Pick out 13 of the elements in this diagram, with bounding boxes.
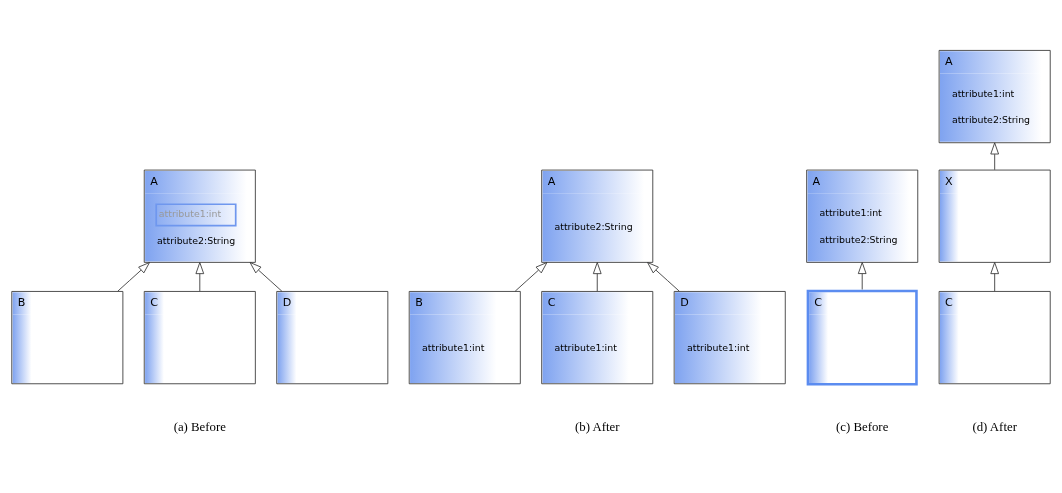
label: (c) Before (836, 419, 889, 434)
arrow (117, 261, 150, 292)
arrow (592, 261, 602, 292)
arrow (195, 261, 205, 292)
label: (d) After (972, 419, 1017, 434)
arrow (990, 142, 999, 170)
label: (b) After (575, 419, 620, 434)
arrow (857, 261, 867, 290)
arrow (990, 261, 999, 292)
arrow (514, 261, 548, 292)
arrow (249, 261, 283, 292)
label: (a) Before (173, 419, 226, 434)
arrow (647, 261, 680, 292)
